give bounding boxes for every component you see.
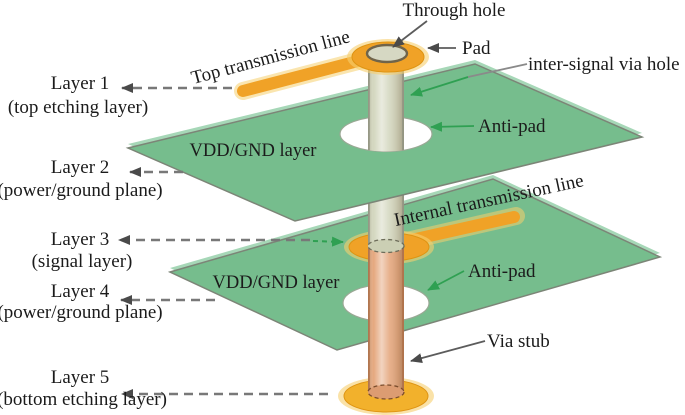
vdd-gnd-label-top: VDD/GND layer — [190, 141, 317, 161]
layer4-desc: (power/ground plane) — [0, 302, 163, 323]
anti-pad-top-arrow — [430, 121, 475, 132]
layer2-desc: (power/ground plane) — [0, 180, 163, 201]
through-hole-label: Through hole — [403, 0, 506, 21]
layer4-name: Layer 4 — [51, 281, 110, 302]
via-barrel-mid — [367, 195, 405, 254]
via-stub-bottom-cap — [367, 384, 405, 400]
layer5-desc: (bottom etching layer) — [0, 389, 167, 410]
via-stub-barrel — [367, 246, 405, 400]
anti-pad-bottom-arrow — [427, 270, 465, 291]
layer-labels: Layer 1 (top etching layer) Layer 2 (pow… — [0, 73, 167, 410]
via-barrel-mid-shading — [368, 195, 404, 246]
inter-signal-arrow — [410, 76, 469, 97]
top-transmission-line — [234, 51, 371, 100]
power-plane-bottom — [167, 175, 663, 351]
via-stub-shading — [368, 246, 404, 392]
layer2-name: Layer 2 — [51, 157, 110, 178]
anti-pad-top-label: Anti-pad — [478, 116, 546, 137]
inter-signal-via-hole-label: inter-signal via hole — [528, 54, 680, 75]
layer1-desc: (top etching layer) — [8, 97, 148, 118]
through-hole-opening — [365, 43, 409, 64]
layer-pointer-lines — [118, 83, 328, 399]
through-hole-arrow — [392, 20, 428, 48]
via-stub-label: Via stub — [487, 331, 550, 352]
layer3-name: Layer 3 — [51, 229, 110, 250]
via-barrel-hole-shading — [368, 116, 404, 152]
layer1-name: Layer 1 — [51, 73, 110, 94]
inter-signal-leader-line — [467, 63, 528, 78]
layer3-desc: (signal layer) — [32, 251, 133, 272]
via-stub-arrow — [410, 340, 486, 363]
via-barrel-in-hole — [368, 116, 404, 152]
via-barrel-section-cap — [367, 238, 405, 254]
layer5-name: Layer 5 — [51, 367, 110, 388]
top-pad — [347, 39, 429, 75]
top-line-trace — [237, 54, 368, 97]
anti-pad-bottom-label: Anti-pad — [468, 261, 536, 282]
pad-label: Pad — [462, 38, 491, 59]
vdd-gnd-label-bottom: VDD/GND layer — [213, 273, 340, 293]
